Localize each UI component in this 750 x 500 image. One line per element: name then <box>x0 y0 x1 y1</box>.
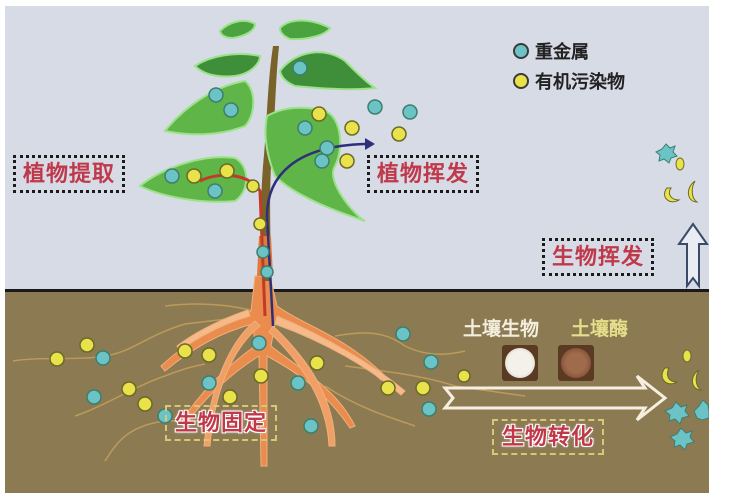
diagram-frame: 重金属 有机污染物 植物提取 植物挥发 生物挥发 生物固定 生物转化 土壤生物 … <box>5 6 709 493</box>
soil-enzyme-microscope-icon <box>558 345 594 381</box>
organic-pollutant-dot-icon <box>513 73 529 89</box>
label-phytovolatilization: 植物挥发 <box>367 155 480 193</box>
biotransformation-arrow <box>441 374 668 422</box>
plant-volatilization-arrow <box>265 142 366 327</box>
legend: 重金属 有机污染物 <box>513 36 625 96</box>
soil-organism-microscope-icon <box>502 345 538 381</box>
bio-volatilization-arrow <box>677 222 709 289</box>
sky-products <box>655 143 699 203</box>
organic-dots <box>49 106 471 412</box>
label-biofixation: 生物固定 <box>165 405 278 441</box>
legend-label: 重金属 <box>535 42 589 63</box>
sky-region <box>5 6 709 291</box>
extraction-arrow <box>199 173 267 317</box>
heavy-metal-dots <box>86 60 439 434</box>
label-biotransformation: 生物转化 <box>492 419 605 455</box>
ground-line <box>5 289 709 292</box>
heavy-metal-dot-icon <box>513 43 529 59</box>
plant-illustration <box>12 19 709 467</box>
label-soil-enzymes: 土壤酶 <box>571 318 629 340</box>
soil-products <box>661 349 709 451</box>
label-phytoextraction: 植物提取 <box>13 155 126 193</box>
legend-item-heavy-metal: 重金属 <box>513 36 625 66</box>
label-biovolatilization: 生物挥发 <box>542 238 655 276</box>
label-soil-organisms: 土壤生物 <box>463 318 540 340</box>
legend-label: 有机污染物 <box>535 72 625 93</box>
legend-item-organic-pollutant: 有机污染物 <box>513 66 625 96</box>
soil-lines <box>12 303 526 462</box>
